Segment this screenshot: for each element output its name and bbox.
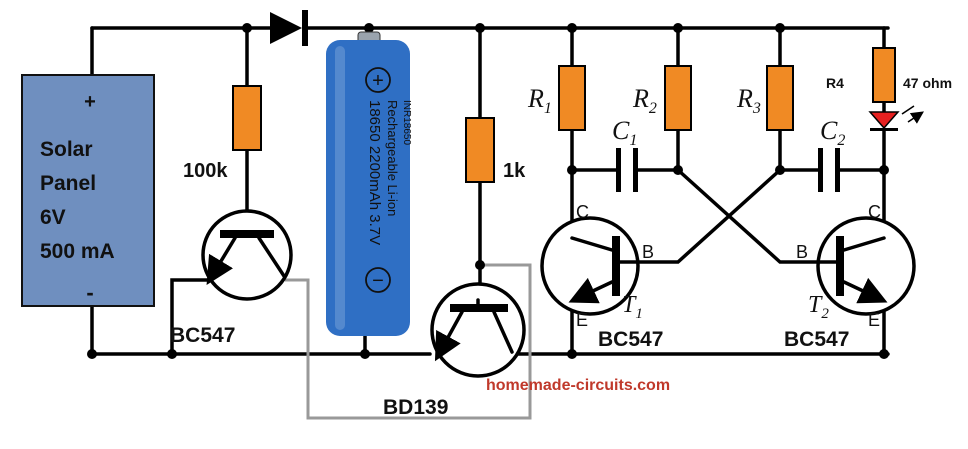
solar-panel-body (21, 74, 155, 307)
capacitor-c1-plate (633, 148, 638, 192)
bc547-left-label: BC547 (170, 324, 235, 347)
resistor-r3 (766, 65, 794, 131)
diode-symbol (270, 10, 308, 46)
battery-text-3: INR18650 (401, 100, 412, 145)
junction-dot (879, 165, 889, 175)
t1-label: T1 (622, 292, 643, 322)
junction-dot (475, 260, 485, 270)
battery-plus: + (372, 70, 384, 92)
capacitor-c1-label: C1 (612, 116, 637, 149)
resistor-r4-value: 47 ohm (903, 75, 952, 91)
transistor-bc547-left: BC547 (170, 209, 293, 347)
junction-dot (879, 349, 889, 359)
capacitor-c2-label: C2 (820, 116, 845, 149)
resistor-1k (465, 117, 495, 183)
t2-part-label: BC547 (784, 328, 849, 351)
junction-dot (567, 349, 577, 359)
resistor-r4 (872, 47, 896, 103)
transistor-bd139: BD139 (383, 282, 526, 419)
solar-line1: Solar (40, 138, 93, 161)
junction-dot (673, 165, 683, 175)
resistor-100k-label: 100k (183, 160, 228, 182)
solar-line4: 500 mA (40, 240, 115, 263)
battery: + − 18650 2200mAh 3.7V Rechargeable Li-i… (326, 31, 412, 336)
wire-grey-link (285, 263, 532, 420)
solar-panel: + Solar Panel 6V 500 mA - (21, 74, 155, 307)
junction-dot (87, 349, 97, 359)
led-symbol (868, 106, 920, 131)
battery-minus: − (372, 270, 384, 292)
t1-b-label: B (642, 242, 654, 262)
t2-e-label: E (868, 310, 880, 330)
junctions (87, 23, 889, 359)
junction-dot (167, 349, 177, 359)
junction-dot (775, 23, 785, 33)
solar-line2: Panel (40, 172, 96, 195)
bd139-label: BD139 (383, 396, 448, 419)
junction-dot (475, 23, 485, 33)
battery-body (326, 40, 410, 336)
resistor-r4-name: R4 (826, 75, 844, 91)
junction-dot (567, 165, 577, 175)
t2-b-label: B (796, 242, 808, 262)
junction-dot (775, 165, 785, 175)
capacitor-c2-plate (818, 148, 823, 192)
solar-plus: + (84, 91, 96, 113)
t2-c-label: C (868, 202, 881, 222)
wire-cross (634, 168, 822, 264)
solar-line3: 6V (40, 206, 66, 229)
t1-part-label: BC547 (598, 328, 663, 351)
battery-plus-circle (365, 67, 391, 93)
resistor-100k (232, 85, 262, 151)
battery-text-1: 18650 2200mAh 3.7V (366, 100, 383, 245)
resistor-r2-label: R2 (632, 84, 657, 117)
capacitors: C1 C2 (612, 116, 845, 192)
junction-dot (242, 23, 252, 33)
battery-text-2: Rechargeable Li-ion (385, 100, 400, 216)
solar-minus: - (86, 280, 93, 305)
transistor-t2: C B E T2 BC547 (784, 202, 916, 351)
junction-dot (567, 23, 577, 33)
junction-dot (673, 23, 683, 33)
resistor-r3-label: R3 (736, 84, 761, 117)
resistor-r1 (558, 65, 586, 131)
battery-minus-circle (365, 267, 391, 293)
resistor-1k-label: 1k (503, 160, 526, 182)
wire-bc547-emitter (170, 278, 224, 356)
junction-dot (364, 23, 374, 33)
capacitor-c1-plate (616, 148, 621, 192)
capacitor-c2-plate (835, 148, 840, 192)
junction-dot (360, 349, 370, 359)
resistors: 100k 1k R1 R2 R3 R4 47 ohm (183, 47, 952, 183)
t2-label: T2 (808, 292, 829, 322)
watermark-text: homemade-circuits.com (486, 377, 670, 394)
transistor-t1: C B E T1 BC547 (540, 202, 663, 351)
resistor-r2 (664, 65, 692, 131)
resistor-r1-label: R1 (527, 84, 552, 117)
t1-c-label: C (576, 202, 589, 222)
t1-e-label: E (576, 310, 588, 330)
